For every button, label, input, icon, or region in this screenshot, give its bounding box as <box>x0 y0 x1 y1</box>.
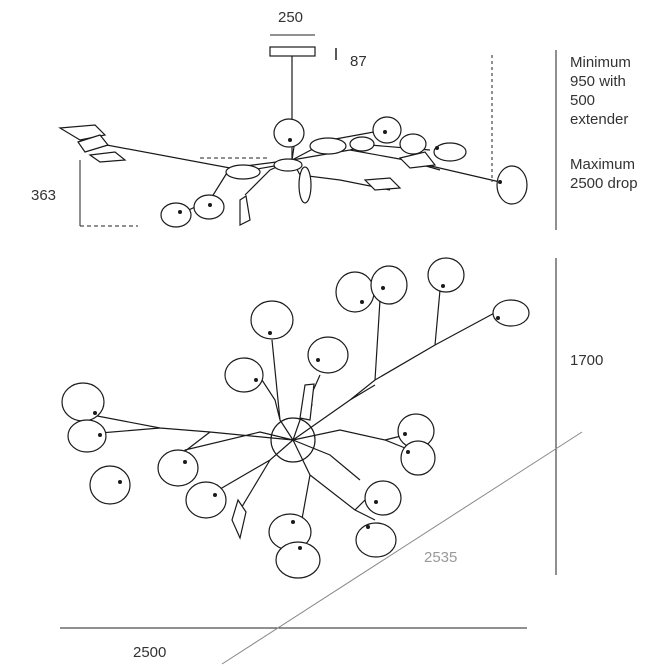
canopy <box>269 46 316 57</box>
plan-dot <box>291 520 295 524</box>
side-leaf <box>399 133 427 155</box>
plan-dot <box>374 500 378 504</box>
plan-leaf <box>231 498 247 540</box>
side-leaf <box>239 194 251 226</box>
side-dot <box>288 138 292 142</box>
drop-min-note: Minimum 950 with 500 extender <box>570 53 631 129</box>
side-leaf <box>225 164 261 180</box>
plan-dot <box>403 432 407 436</box>
side-leaf <box>309 137 347 155</box>
plan-leaf <box>400 440 436 476</box>
drop-min-line-2: 950 with <box>570 73 626 90</box>
dim-2535-line <box>221 431 583 665</box>
plan-leaf <box>364 480 402 516</box>
plan-leaf <box>185 481 227 519</box>
plan-dimensions <box>60 258 583 665</box>
plan-dot <box>406 450 410 454</box>
plan-leaf <box>355 522 397 558</box>
plan-leaf <box>492 299 530 327</box>
side-leaf <box>496 165 528 205</box>
plan-dot <box>268 331 272 335</box>
side-dot <box>208 203 212 207</box>
side-leaf <box>433 142 467 162</box>
dim-canopy-height: 87 <box>350 53 367 70</box>
plan-leaf <box>275 541 321 579</box>
plan-dot <box>316 358 320 362</box>
side-leaf <box>349 136 375 152</box>
side-leaf <box>372 116 402 144</box>
side-dot <box>435 146 439 150</box>
plan-branches <box>91 289 501 548</box>
plan-dot <box>213 493 217 497</box>
dim-side-height: 363 <box>31 187 57 204</box>
plan-leaf <box>61 382 105 422</box>
side-leaf <box>398 151 437 169</box>
plan-dot <box>366 525 370 529</box>
side-leaf <box>160 202 192 228</box>
plan-dot <box>298 546 302 550</box>
plan-leaf <box>370 265 408 305</box>
side-leaf <box>363 177 402 191</box>
plan-hub <box>270 417 316 463</box>
side-leaf <box>77 134 110 153</box>
side-elevation <box>58 46 528 228</box>
side-dot <box>178 210 182 214</box>
side-leaf <box>273 118 305 148</box>
dim-diagonal: 2535 <box>424 549 458 566</box>
drop-min-line-1: Minimum <box>570 54 631 71</box>
plan-dot <box>441 284 445 288</box>
plan-dot <box>93 411 97 415</box>
plan-leaf <box>427 257 465 293</box>
side-leaf <box>58 124 107 141</box>
plan-dot <box>183 460 187 464</box>
side-leaf <box>273 158 303 172</box>
side-leaf <box>298 166 312 204</box>
plan-dot <box>98 433 102 437</box>
plan-leaf <box>89 465 131 505</box>
plan-leaf <box>307 336 349 374</box>
plan-leaf <box>299 383 315 421</box>
dim-overall-height: 1700 <box>570 352 604 369</box>
side-dimensions <box>79 34 557 230</box>
dim-canopy-width: 250 <box>278 9 304 26</box>
plan-leaf <box>224 357 264 393</box>
drop-max-line-2: 2500 drop <box>570 175 638 192</box>
plan-leaf <box>67 419 107 453</box>
plan-dot <box>381 286 385 290</box>
side-leaf <box>193 194 225 220</box>
plan-dot <box>118 480 122 484</box>
plan-leaf <box>157 449 199 487</box>
side-dot <box>498 180 502 184</box>
drop-min-line-3: 500 <box>570 92 596 109</box>
plan-leaf <box>335 271 375 313</box>
drop-max-line-1: Maximum <box>570 156 636 173</box>
plan-dot <box>496 316 500 320</box>
drop-max-note: Maximum 2500 drop <box>570 155 638 193</box>
side-leaf <box>88 151 127 163</box>
plan-dot <box>360 300 364 304</box>
plan-leaf <box>250 300 294 340</box>
dim-overall-width: 2500 <box>133 644 167 661</box>
plan-view <box>61 257 530 579</box>
side-dot <box>383 130 387 134</box>
drop-min-line-4: extender <box>570 111 629 128</box>
plan-dot <box>254 378 258 382</box>
